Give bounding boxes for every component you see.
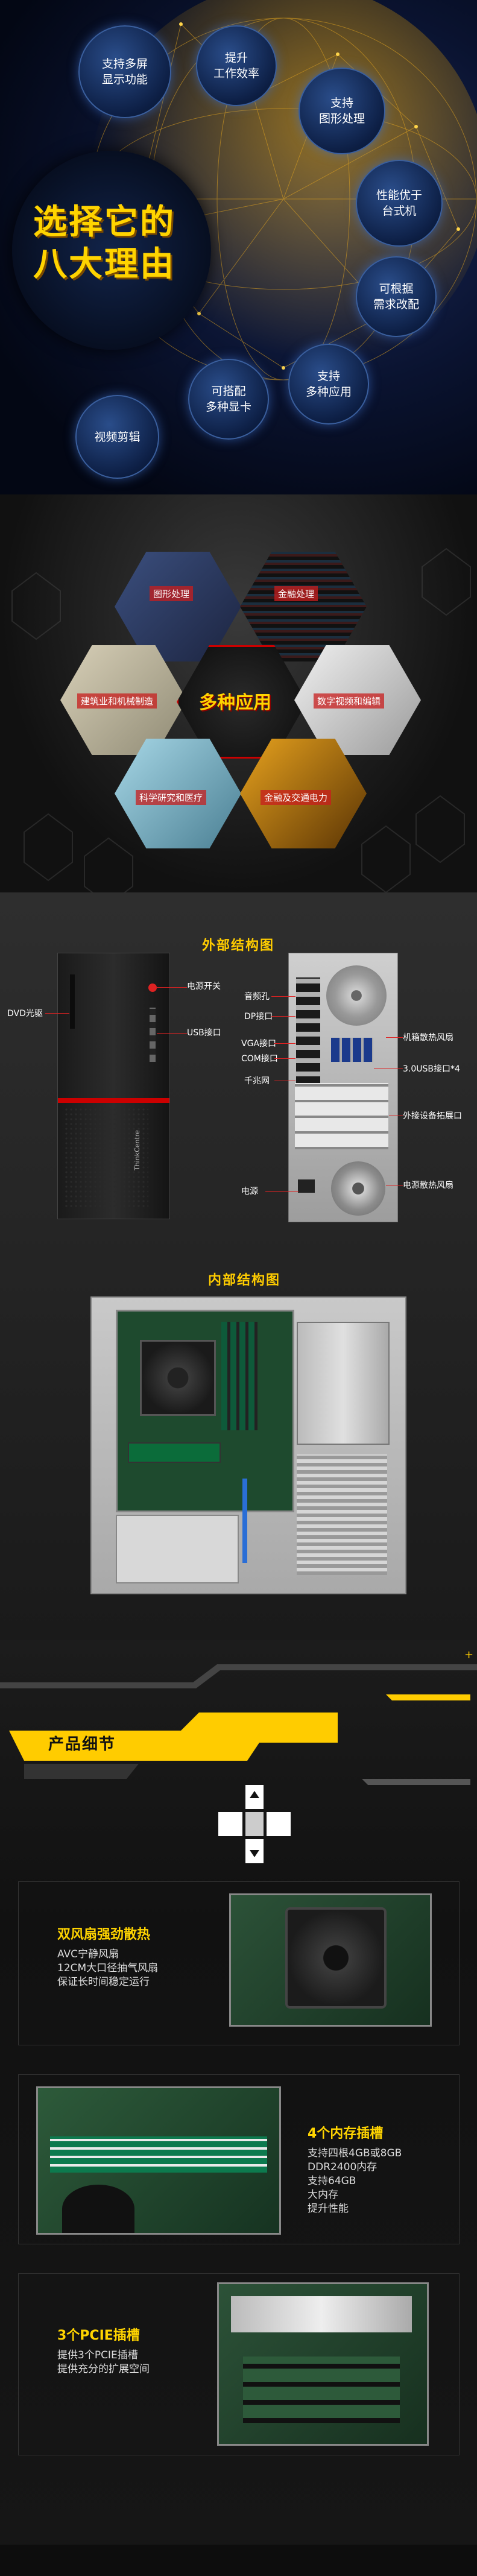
tower-front-view: ThinkCentre xyxy=(57,953,170,1219)
dpad-icon xyxy=(218,1785,291,1863)
details-section: + 产品细节 双风扇强劲散热 AVC宁静风扇 12CM大口径抽气风扇 保证长时间… xyxy=(0,1640,477,2576)
leader-audio xyxy=(271,996,295,997)
external-structure-title: 外部结构图 xyxy=(202,938,275,953)
app-center-label: 多种应用 xyxy=(199,692,271,713)
leader-vga xyxy=(274,1043,295,1044)
cpu-cooler xyxy=(140,1340,216,1416)
details-title: 产品细节 xyxy=(48,1735,116,1754)
leader-case-fan xyxy=(386,1037,403,1038)
leader-dvd xyxy=(45,1013,69,1014)
sata-cable xyxy=(242,1479,247,1563)
feature-dual-fan-desc: AVC宁静风扇 12CM大口径抽气风扇 保证长时间稳定运行 xyxy=(57,1948,159,1988)
hex-background-pattern xyxy=(11,548,471,892)
pcie-slots-image xyxy=(243,2357,400,2423)
fan-image xyxy=(285,1907,387,2009)
cooler-corner-image xyxy=(62,2185,134,2233)
label-dp: DP接口 xyxy=(244,1012,273,1021)
svg-text:+: + xyxy=(464,1649,473,1661)
power-button xyxy=(148,983,157,992)
reasons-title-line2: 八大理由 xyxy=(33,245,175,284)
reason-video-editing: 视频剪辑 xyxy=(75,395,159,479)
label-vga: VGA接口 xyxy=(241,1039,277,1049)
psu-fan xyxy=(331,1161,385,1216)
tower-rear-view xyxy=(288,953,398,1222)
structure-section: 外部结构图 ThinkCentre DVD光驱 电源开关 USB接口 音频孔 D… xyxy=(0,892,477,1640)
label-usb3: 3.0USB接口*4 xyxy=(403,1064,460,1074)
feature-pcie-title: 3个PCIE插槽 xyxy=(57,2328,140,2343)
expansion-slots xyxy=(295,1083,388,1149)
red-accent-bar xyxy=(58,1098,169,1103)
rear-fan-top xyxy=(326,965,387,1026)
app-science-label: 科学研究和医疗 xyxy=(136,790,207,805)
applications-section: 图形处理 金融处理 建筑业和机械制造 多种应用 数字视频和编辑 科学研究和医疗 … xyxy=(0,494,477,892)
leader-front-usb xyxy=(157,1033,187,1034)
feature-pcie xyxy=(18,2273,460,2455)
feature-memory-title: 4个内存插槽 xyxy=(308,2126,384,2141)
feature-memory-photo xyxy=(36,2086,281,2235)
power-socket xyxy=(298,1179,315,1193)
ram-slots-image xyxy=(50,2136,267,2173)
app-video-label: 数字视频和编辑 xyxy=(314,693,385,709)
feature-memory-desc: 支持四根4GB或8GB DDR2400内存 支持64GB 大内存 提升性能 xyxy=(308,2147,402,2215)
leader-power xyxy=(265,1191,299,1192)
label-case-fan: 机箱散热风扇 xyxy=(403,1033,453,1043)
feature-dual-fan xyxy=(18,1881,460,2045)
psu-block xyxy=(297,1454,387,1575)
front-usb-ports xyxy=(150,1008,156,1062)
memory-slots xyxy=(221,1322,257,1430)
label-expansion: 外接设备拓展口 xyxy=(403,1111,462,1121)
label-power: 电源 xyxy=(241,1187,258,1196)
leader-power-switch xyxy=(157,987,187,988)
hdd-bay xyxy=(116,1515,239,1583)
reasons-title-disc xyxy=(12,151,211,350)
drive-cage xyxy=(297,1322,390,1445)
label-psu-fan: 电源散热风扇 xyxy=(403,1181,453,1190)
feature-pcie-desc: 提供3个PCIE插槽 提供充分的扩展空间 xyxy=(57,2349,150,2375)
internal-structure-title: 内部结构图 xyxy=(208,1273,281,1288)
feature-dual-fan-photo xyxy=(229,1893,432,2027)
reason-graphics: 支持 图形处理 xyxy=(299,68,385,154)
reason-graphics-cards: 可搭配 多种显卡 xyxy=(188,359,269,440)
leader-dp xyxy=(271,1016,295,1017)
pcie-card-image xyxy=(231,2296,412,2332)
label-audio: 音频孔 xyxy=(244,992,270,1002)
label-front-usb: USB接口 xyxy=(187,1028,221,1038)
thinkcentre-brand: ThinkCentre xyxy=(133,1130,141,1170)
label-lan: 千兆网 xyxy=(244,1076,270,1086)
reasons-section: 支持多屏 显示功能 提升 工作效率 支持 图形处理 性能优于 台式机 可根据 需… xyxy=(0,0,477,494)
reason-multi-screen: 支持多屏 显示功能 xyxy=(78,25,171,118)
app-transport-label: 金融及交通电力 xyxy=(261,790,332,805)
feature-pcie-photo xyxy=(217,2282,429,2446)
label-dvd-drive: DVD光驱 xyxy=(7,1009,43,1018)
app-graphics-label: 图形处理 xyxy=(150,586,194,601)
front-grille xyxy=(64,1107,148,1210)
label-power-switch: 电源开关 xyxy=(187,982,221,991)
rear-usb-ports xyxy=(331,1038,373,1062)
leader-com xyxy=(274,1058,295,1059)
details-frame-graphic: + xyxy=(0,1649,477,1863)
app-finance-label: 金融处理 xyxy=(274,586,318,601)
reason-applications: 支持 多种应用 xyxy=(288,344,369,425)
feature-memory xyxy=(18,2074,460,2244)
dvd-drive-bay xyxy=(70,974,75,1029)
rear-io-panel xyxy=(296,977,320,1098)
feature-dual-fan-title: 双风扇强劲散热 xyxy=(57,1927,151,1942)
reason-configurable: 可根据 需求改配 xyxy=(356,256,437,337)
pcie-card xyxy=(128,1442,221,1463)
reason-performance: 性能优于 台式机 xyxy=(356,160,443,247)
app-construction-label: 建筑业和机械制造 xyxy=(77,693,157,709)
reasons-title-line1: 选择它的 xyxy=(33,203,175,242)
reason-efficiency: 提升 工作效率 xyxy=(196,25,277,106)
details-bottom-bar xyxy=(0,2545,477,2576)
internal-view xyxy=(90,1296,406,1594)
label-com: COM接口 xyxy=(241,1054,278,1064)
